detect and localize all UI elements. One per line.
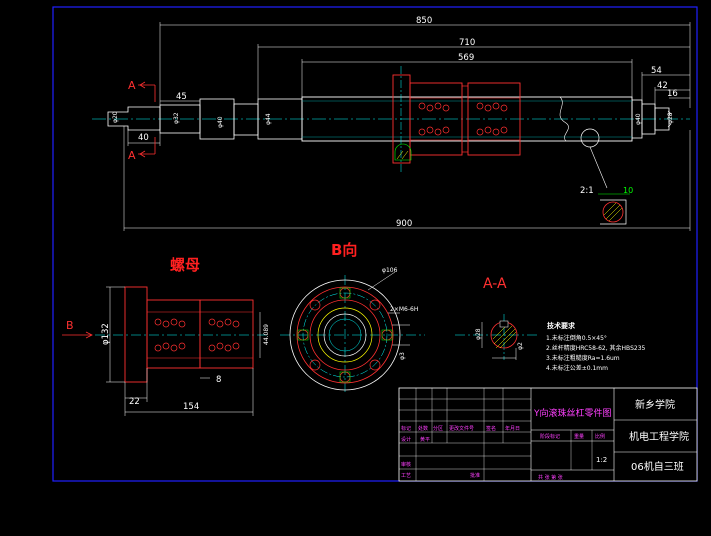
aa-section-view: A-A φ28 φ2	[455, 276, 540, 360]
tb-craft-label: 工艺	[401, 473, 411, 479]
svg-text:φ2: φ2	[517, 342, 524, 350]
tb-class: 06机自三班	[631, 460, 684, 473]
tb-design-name: 黄平	[420, 436, 430, 443]
dim-850: 850	[416, 16, 432, 26]
tb-design-label: 设计	[401, 436, 411, 443]
tech-req-item: 3.未标注粗糙度Ra=1.6um	[546, 354, 620, 362]
svg-text:44.089: 44.089	[263, 324, 270, 345]
dim-42: 42	[657, 81, 668, 91]
tb-weight-label: 重量	[574, 433, 584, 440]
dim-569: 569	[458, 53, 474, 63]
detail-scale-label: 2:1	[580, 186, 594, 196]
svg-text:φ28: φ28	[475, 328, 482, 340]
tech-req-item: 1.未标注倒角0.5×45°	[546, 334, 607, 342]
aa-view-title: A-A	[483, 276, 507, 292]
svg-text:φ3: φ3	[399, 352, 406, 360]
tb-ratio-label: 比例	[595, 433, 605, 440]
tb-drawing-name: Y向滚珠丝杠零件图	[533, 407, 612, 419]
dim-900: 900	[396, 219, 412, 229]
title-block: 标记 处数 分区 更改文件号 签名 年月日 设计 黄平 审核 工艺 批准 阶段标…	[398, 387, 698, 482]
svg-text:φ40: φ40	[635, 113, 642, 125]
b-view-dia: φ106	[382, 267, 398, 274]
tb-check-label: 审核	[401, 461, 411, 468]
dim-54: 54	[651, 66, 662, 76]
b-view-title: B向	[331, 241, 357, 259]
svg-text:φ40: φ40	[217, 116, 224, 128]
nut-title: 螺母	[170, 256, 200, 274]
tb-school: 新乡学院	[635, 398, 675, 411]
nut-d22: 22	[129, 397, 140, 407]
tb-approve-label: 批准	[470, 472, 480, 479]
section-a-top: A	[128, 79, 136, 92]
technical-requirements: 技术要求 1.未标注倒角0.5×45° 2.丝杆精度HRC58-62, 其余HB…	[546, 321, 646, 372]
b-view: B向 φ106 2×M6-6H φ3	[280, 241, 425, 392]
svg-text:2×M6-6H: 2×M6-6H	[390, 306, 418, 313]
nut-d154: 154	[183, 402, 199, 412]
drawing-frame	[52, 6, 698, 482]
dim-45: 45	[176, 92, 187, 102]
svg-text:φ32: φ32	[173, 112, 180, 124]
tb-row-label: 标记	[401, 425, 411, 432]
tb-row-label: 更改文件号	[449, 425, 474, 432]
tb-sheet: 共 张 第 张	[538, 474, 563, 481]
tb-college: 机电工程学院	[629, 430, 689, 443]
nut-arrow-label: B	[66, 319, 74, 332]
tb-row-label: 年月日	[505, 425, 520, 432]
tech-req-heading: 技术要求	[547, 321, 576, 330]
tb-stage-label: 阶段标记	[540, 433, 560, 440]
screw-shaft-view: 2:1 10	[92, 16, 691, 231]
tb-row-label: 签名	[486, 425, 496, 432]
nut-dia: φ132	[101, 323, 111, 345]
tb-row-label: 处数	[418, 425, 428, 432]
tb-scale: 1:2	[596, 456, 607, 464]
svg-text:φ20: φ20	[112, 111, 119, 123]
detail-value-label: 10	[623, 186, 633, 195]
nut-view: 螺母 φ132 154 22 8 44.089	[62, 256, 270, 416]
dim-40: 40	[138, 133, 149, 143]
tech-req-item: 2.丝杆精度HRC58-62, 其余HBS235	[546, 344, 646, 352]
tech-req-item: 4.未标注公差±0.1mm	[546, 364, 608, 372]
svg-text:φ44: φ44	[265, 113, 272, 125]
dim-710: 710	[459, 38, 475, 48]
section-a-bottom: A	[128, 149, 136, 162]
nut-d8: 8	[216, 375, 221, 385]
detail-view: 2:1 10	[580, 186, 633, 225]
tb-row-label: 分区	[433, 425, 443, 432]
svg-text:φ28: φ28	[667, 112, 674, 124]
dim-16: 16	[667, 89, 678, 99]
